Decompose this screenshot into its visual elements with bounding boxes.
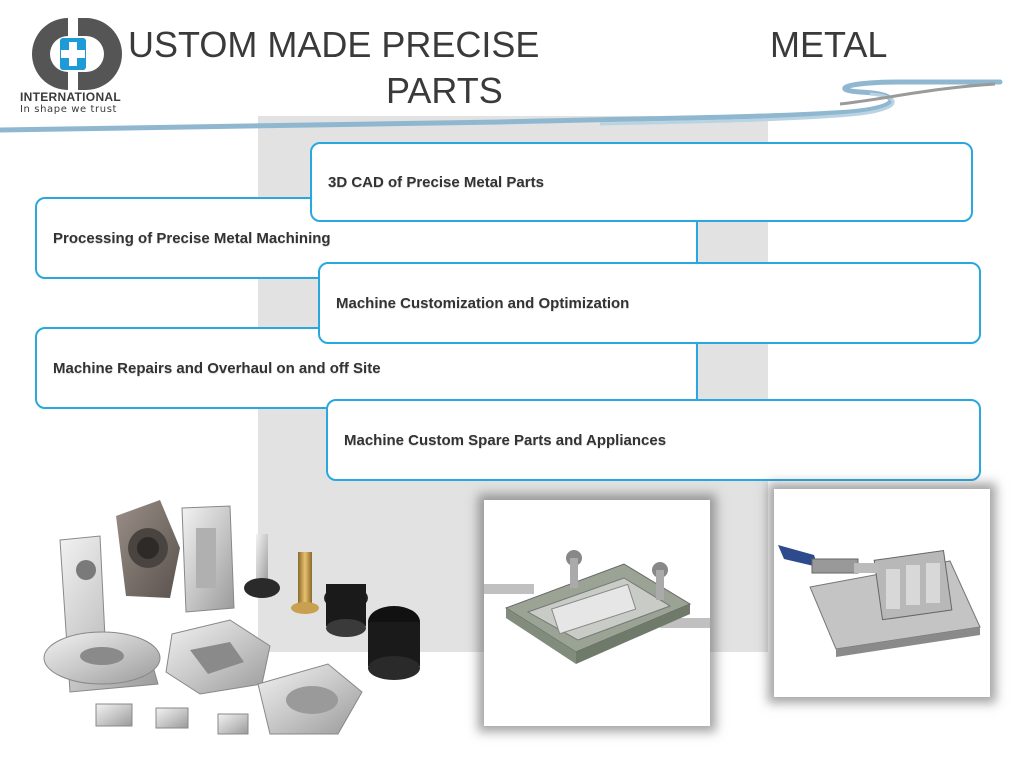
service-label: 3D CAD of Precise Metal Parts bbox=[328, 173, 544, 191]
machined-metal-parts-image bbox=[43, 500, 420, 735]
title-line1-part2: METAL bbox=[770, 24, 888, 65]
cd-plus-logo-icon bbox=[32, 18, 122, 90]
service-box-spare-parts: Machine Custom Spare Parts and Appliance… bbox=[326, 399, 981, 481]
logo-tagline: In shape we trust bbox=[20, 104, 118, 115]
title-line1-part1: USTOM MADE PRECISE bbox=[128, 24, 540, 65]
logo-name: INTERNATIONAL bbox=[20, 90, 122, 104]
service-box-customization: Machine Customization and Optimization bbox=[318, 262, 981, 344]
clamping-fixture-image bbox=[484, 500, 710, 726]
toggle-clamp-fixture-image bbox=[774, 489, 990, 697]
service-box-cad: 3D CAD of Precise Metal Parts bbox=[310, 142, 973, 222]
service-label: Machine Customization and Optimization bbox=[336, 294, 630, 312]
service-label: Machine Repairs and Overhaul on and off … bbox=[53, 359, 381, 377]
page-title: USTOM MADE PRECISE METAL PARTS bbox=[118, 22, 918, 112]
service-label: Processing of Precise Metal Machining bbox=[53, 229, 331, 247]
service-label: Machine Custom Spare Parts and Appliance… bbox=[344, 431, 667, 449]
title-line2: PARTS bbox=[386, 70, 503, 111]
header-swoosh bbox=[0, 79, 1003, 133]
